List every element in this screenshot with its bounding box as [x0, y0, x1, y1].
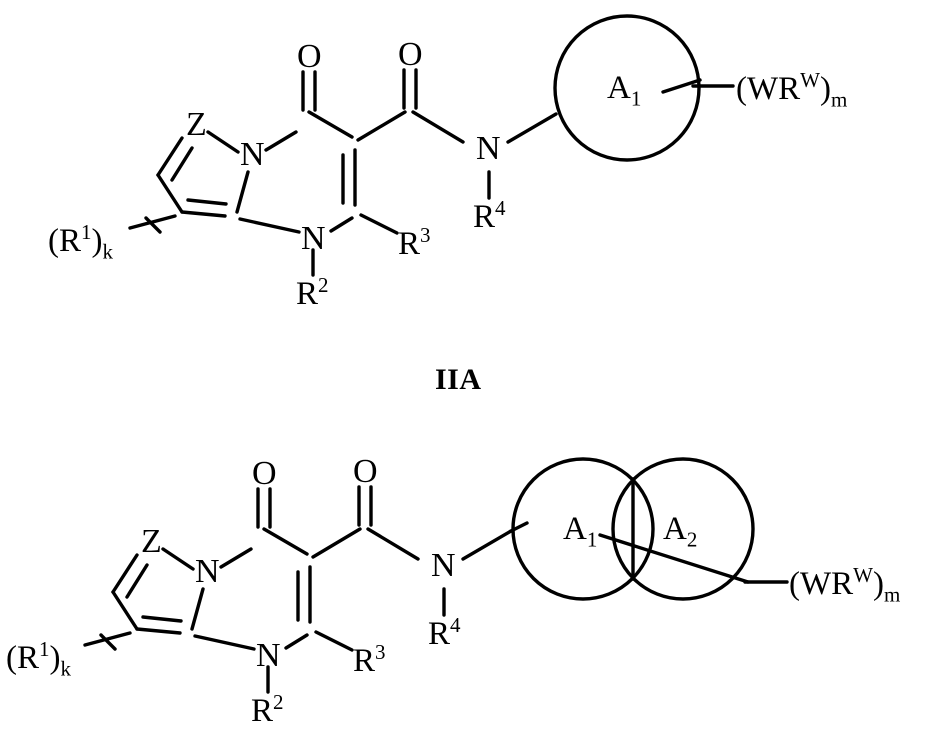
structure-IIA-wrw-superscript: W [800, 68, 820, 92]
structure-IIB-r3-superscript: 3 [375, 640, 386, 664]
structure-IIB-oxo-amide-label: O [353, 453, 378, 490]
structure-IIA-r1-open: (R [48, 223, 81, 259]
structure-IIB-wrw-superscript: W [853, 563, 873, 587]
structure-IIA-a1-group: A1 [607, 72, 641, 110]
structure-IIA-amide-n-label: N [476, 130, 501, 167]
structure-IIA-r3-base: R [398, 226, 421, 262]
structure-IIB-wrw-close: ) [872, 566, 884, 602]
structure-IIA-r4-base: R [473, 199, 496, 235]
structure-IIB-r4-base: R [428, 616, 451, 652]
structure-IIA-r2-superscript: 2 [318, 273, 329, 297]
structure-IIA-r1-subscript: k [102, 239, 114, 264]
structure-IIA-r3-group: R3 [398, 225, 431, 261]
structure-IIA-r1-group: (R1)k [48, 222, 113, 263]
structure-IIA-r2-base: R [296, 276, 319, 312]
structure-IIA-r4-superscript: 4 [495, 196, 506, 220]
formula-caption-IIA: IIA [435, 363, 482, 396]
structure-IIB-ring-n-top-label: N [195, 553, 220, 590]
structure-IIA-ring-n-top-label: N [240, 136, 265, 173]
structure-IIB-r1-group: (R1)k [6, 639, 71, 680]
structure-IIB-bonds [83, 457, 789, 694]
structure-IIB-a1-subscript: 1 [586, 527, 598, 552]
structure-IIB-a2-subscript: 2 [686, 527, 698, 552]
structure-IIA-ring-n-bottom-label: N [301, 220, 326, 257]
structure-IIB-r1-superscript: 1 [39, 637, 50, 661]
structure-IIB-z-atom-label: Z [141, 523, 162, 560]
structure-IIA-a1-base: A [607, 70, 631, 106]
structure-IIB-r2-group: R2 [251, 692, 284, 728]
structure-IIA-bonds [128, 14, 735, 277]
structure-IIA-wrw-open: (WR [736, 71, 801, 107]
structure-IIB-r3-base: R [353, 643, 376, 679]
structure-IIB-r1-subscript: k [60, 656, 72, 681]
structure-IIA-r3-superscript: 3 [420, 223, 431, 247]
structure-IIB-ring-n-bottom-label: N [256, 637, 281, 674]
structure-IIA-wrw-subscript: m [830, 87, 848, 112]
structure-IIB-wrw-open: (WR [789, 566, 854, 602]
structure-IIA-a1-subscript: 1 [630, 86, 642, 111]
structure-IIB-a2-base: A [663, 511, 687, 547]
structure-IIB-r1-open: (R [6, 640, 39, 676]
structure-IIB-wrw-subscript: m [883, 582, 901, 607]
structure-IIB-r3-group: R3 [353, 642, 386, 678]
structure-IIB-a2-group: A2 [663, 513, 697, 551]
structure-IIB-oxo-ketone-label: O [252, 455, 277, 492]
structure-IIB-r4-superscript: 4 [450, 613, 461, 637]
structure-IIA-r1-close: ) [91, 223, 103, 259]
structure-IIA-oxo-ketone-label: O [297, 38, 322, 75]
structure-IIB-wrw-group: (WRW)m [789, 565, 900, 606]
structure-IIB-r1-close: ) [49, 640, 61, 676]
structure-IIA-r4-group: R4 [473, 198, 506, 234]
structure-IIB-r2-superscript: 2 [273, 690, 284, 714]
structure-IIB-amide-n-label: N [431, 547, 456, 584]
structure-IIB-a1-group: A1 [563, 513, 597, 551]
structure-IIA-z-atom-label: Z [186, 106, 207, 143]
structure-IIA-wrw-close: ) [819, 71, 831, 107]
structure-IIA-wrw-group: (WRW)m [736, 70, 847, 111]
structure-IIB-a1-base: A [563, 511, 587, 547]
structure-IIB-r4-group: R4 [428, 615, 461, 651]
structure-IIA-r1-superscript: 1 [81, 220, 92, 244]
structure-IIA-oxo-amide-label: O [398, 36, 423, 73]
structure-IIB-r2-base: R [251, 693, 274, 729]
structure-IIA-r2-group: R2 [296, 275, 329, 311]
